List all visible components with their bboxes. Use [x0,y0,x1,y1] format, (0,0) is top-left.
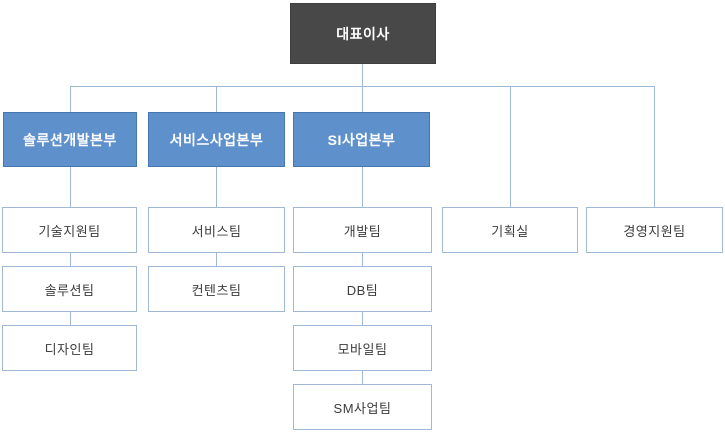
connector-division-1-teams [70,167,71,207]
connector-division-3-teams [362,167,363,207]
org-node-solution-team: 솔루션팀 [2,266,137,312]
org-node-tech-support-team: 기술지원팀 [2,207,137,253]
org-node-design-team: 디자인팀 [2,325,137,371]
org-node-ceo: 대표이사 [290,3,436,64]
connector-drop-staff-1 [510,86,511,207]
org-node-db-team: DB팀 [293,266,432,312]
connector-division-2-teams [216,167,217,207]
connector-drop-division-3 [362,86,363,112]
connector-root-drop [362,64,363,86]
org-node-sm-business-team: SM사업팀 [293,384,432,430]
connector-col3-row5-row6 [362,371,363,384]
org-node-solution-dev-division: 솔루션개발본부 [3,112,137,167]
connector-drop-division-1 [70,86,71,112]
connector-drop-division-2 [216,86,217,112]
connector-drop-staff-2 [654,86,655,207]
connector-col2-row3-row4 [216,253,217,266]
connector-col1-row4-row5 [70,312,71,325]
org-node-mobile-team: 모바일팀 [293,325,432,371]
org-node-management-support-team: 경영지원팀 [586,207,723,253]
connector-col3-row4-row5 [362,312,363,325]
connector-col3-row3-row4 [362,253,363,266]
org-node-planning-office: 기획실 [442,207,578,253]
org-node-service-business-division: 서비스사업본부 [148,112,285,167]
org-node-si-business-division: SI사업본부 [293,112,430,167]
org-node-contents-team: 컨텐츠팀 [148,266,285,312]
org-node-service-team: 서비스팀 [148,207,285,253]
org-node-dev-team: 개발팀 [293,207,432,253]
connector-col1-row3-row4 [70,253,71,266]
